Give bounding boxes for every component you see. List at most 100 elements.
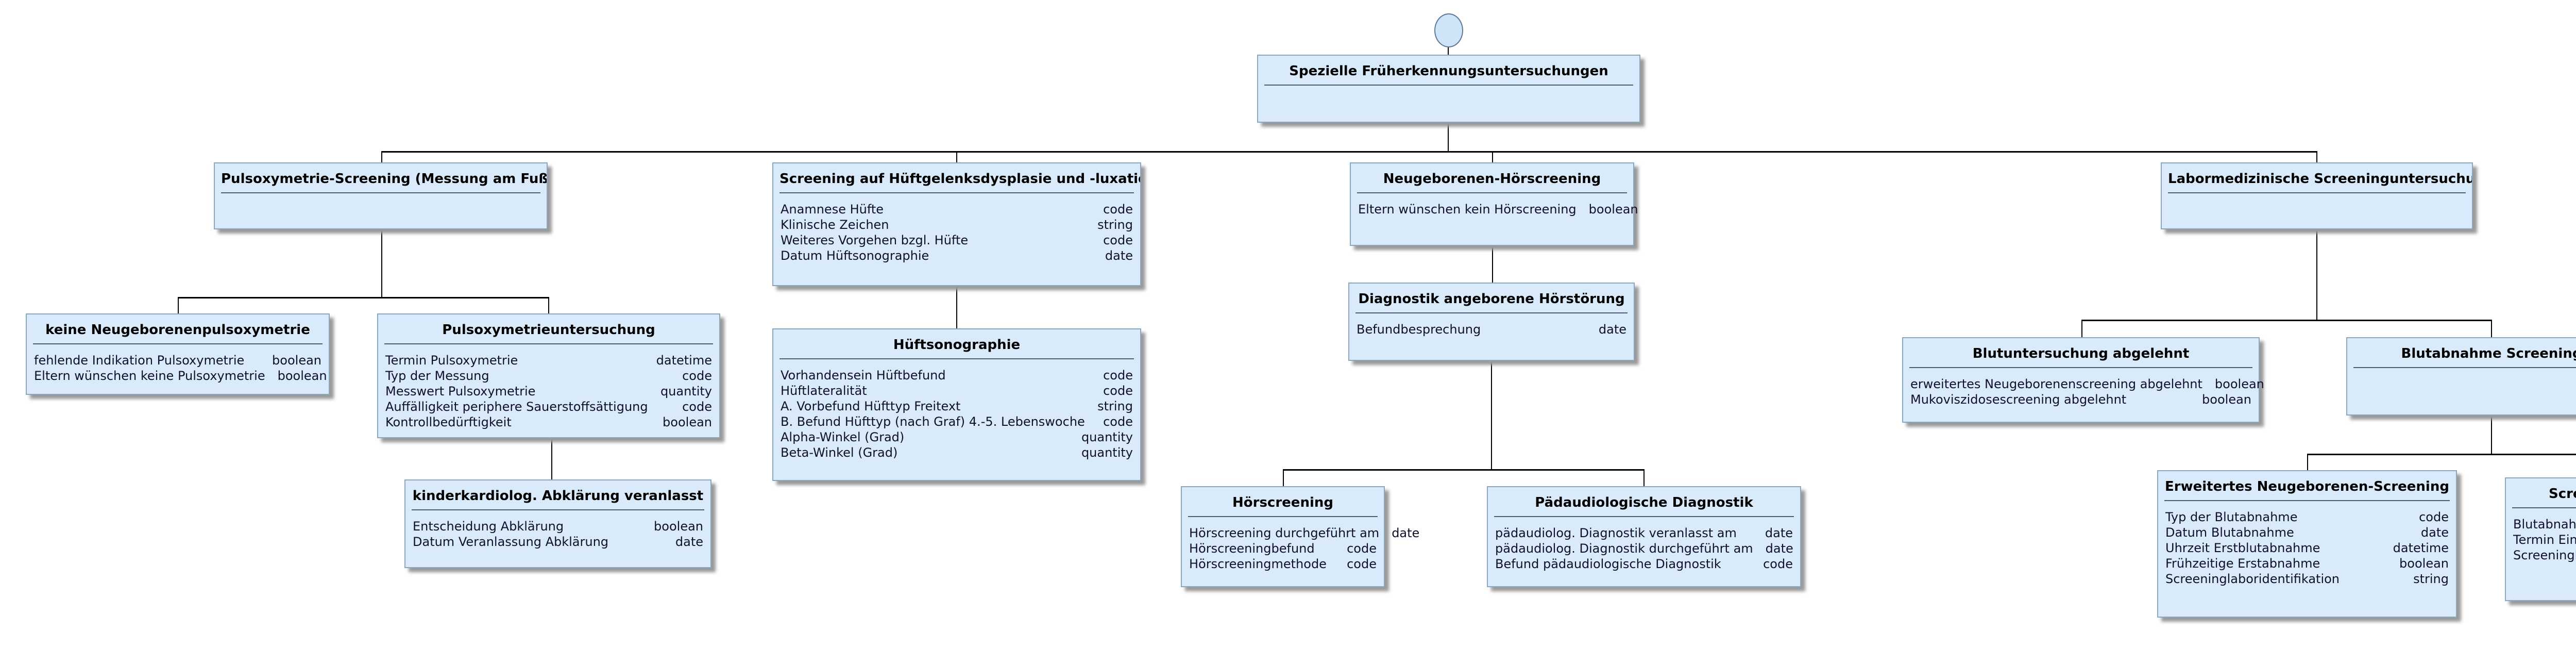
attribute-label: Hüftlateralität	[781, 384, 867, 398]
attribute-label: Kontrollbedürftigkeit	[385, 415, 512, 429]
node-title: Erweitertes Neugeborenen-Screening	[2165, 479, 2449, 494]
node-diagnostik-angeborene-hoerstoerung[interactable]: Diagnostik angeborene Hörstörung Befundb…	[1348, 283, 1635, 361]
node-title: kinderkardiolog. Abklärung veranlasst	[412, 488, 704, 504]
node-separator	[1264, 85, 1633, 86]
node-title: Spezielle Früherkennungsuntersuchungen	[1289, 63, 1608, 79]
connector-line	[381, 217, 382, 298]
node-title: Hüftsonographie	[893, 337, 1021, 353]
attribute-label: Termin Einzelblutabnahme Mukoviszidose	[2513, 533, 2576, 547]
attribute-label: Mukoviszidosescreening abgelehnt	[1910, 392, 2127, 407]
attribute-type: boolean	[663, 415, 712, 429]
node-separator	[2512, 507, 2576, 508]
attribute-type: quantity	[1081, 430, 1133, 444]
attribute-type: code	[1763, 557, 1793, 571]
node-hoerscreening[interactable]: Hörscreening Hörscreening durchgeführt a…	[1181, 486, 1419, 587]
connector-line	[1491, 351, 1492, 470]
node-hueftsonographie[interactable]: Hüftsonographie Vorhandensein Hüftbefund…	[772, 328, 1141, 481]
attribute-type: code	[1103, 414, 1133, 429]
node-paedaudiologische-diagnostik[interactable]: Pädaudiologische Diagnostik pädaudiolog.…	[1487, 486, 1801, 587]
attribute-label: Termin Pulsoxymetrie	[385, 353, 518, 368]
connector-line	[551, 423, 552, 495]
node-title: Screening auf Mukoviszidose	[2548, 486, 2576, 502]
node-keine-neugeborenenpulsoxymetrie[interactable]: keine Neugeborenenpulsoxymetrie fehlende…	[26, 313, 330, 395]
attribute-type: code	[1103, 233, 1133, 247]
node-neugeborenen-hoerscreening[interactable]: Neugeborenen-Hörscreening Eltern wünsche…	[1350, 162, 1638, 246]
node-blutuntersuchung-abgelehnt[interactable]: Blutuntersuchung abgelehnt erweitertes N…	[1902, 337, 2264, 423]
node-labormedizinische-screeninguntersuchung[interactable]: Labormedizinische Screeninguntersuchung	[2161, 162, 2473, 229]
node-title: Pädaudiologische Diagnostik	[1535, 495, 1753, 510]
attribute-label: Entscheidung Abklärung	[413, 519, 564, 534]
node-spezielle-frueherkennungsuntersuchungen[interactable]: Spezielle Früherkennungsuntersuchungen	[1257, 55, 1640, 123]
attribute-type: string	[2413, 572, 2449, 586]
node-pulsoxymetrie-screening[interactable]: Pulsoxymetrie-Screening (Messung am Fuß)	[214, 162, 548, 229]
node-screening-auf-mukoviszidose[interactable]: Screening auf Mukoviszidose Blutabnahme …	[2505, 477, 2576, 601]
attribute-type: date	[1598, 322, 1626, 337]
attribute-label: Datum Veranlassung Abklärung	[413, 535, 609, 549]
node-kinderkardiologische-abklaerung[interactable]: kinderkardiolog. Abklärung veranlasst En…	[404, 479, 711, 568]
attribute-label: Auffälligkeit periphere Sauerstoffsättig…	[385, 400, 648, 414]
attribute-type: date	[1392, 526, 1420, 540]
node-separator	[1188, 516, 1378, 517]
attribute-row: B. Befund Hüfttyp (nach Graf) 4.-5. Lebe…	[781, 414, 1133, 429]
attribute-row: Auffälligkeit periphere Sauerstoffsättig…	[385, 399, 712, 414]
attribute-row: Screeninglaboridentifikation string	[2165, 571, 2449, 587]
attribute-type: string	[1097, 399, 1133, 413]
attribute-row: Termin Einzelblutabnahme Mukoviszidoseda…	[2513, 532, 2576, 547]
attribute-type: datetime	[656, 353, 712, 368]
attribute-row: Entscheidung Abklärung boolean	[413, 519, 703, 534]
node-body	[215, 193, 547, 228]
attribute-type: date	[2420, 525, 2449, 540]
attribute-type: date	[675, 535, 703, 549]
node-pulsoxymetrieuntersuchung[interactable]: Pulsoxymetrieuntersuchung Termin Pulsoxy…	[377, 313, 720, 438]
attribute-label: Datum Hüftsonographie	[781, 248, 929, 263]
node-separator	[412, 509, 704, 510]
attribute-label: Screeninglaboridentifikation	[2165, 572, 2340, 586]
root-anchor-circle	[1434, 13, 1463, 47]
node-erweitertes-neugeborenen-screening[interactable]: Erweitertes Neugeborenen-Screening Typ d…	[2157, 470, 2457, 618]
connector-line	[2316, 217, 2317, 321]
connector-line	[2307, 454, 2576, 455]
connector-line	[2491, 320, 2492, 351]
attribute-type: boolean	[2214, 377, 2264, 391]
attribute-label: Vorhandensein Hüftbefund	[781, 368, 946, 383]
attribute-type: quantity	[660, 384, 712, 399]
node-body: erweitertes Neugeborenenscreening abgele…	[1903, 368, 2264, 413]
attribute-label: erweitertes Neugeborenenscreening abgele…	[1910, 377, 2202, 391]
node-separator	[1357, 192, 1627, 193]
attribute-label: Hörscreening durchgeführt am	[1189, 526, 1380, 540]
attribute-label: fehlende Indikation Pulsoxymetrie	[34, 353, 245, 368]
connector-line	[1492, 235, 1493, 296]
node-blutabnahme-screening[interactable]: Blutabnahme Screening	[2346, 337, 2576, 416]
attribute-type: code	[682, 369, 712, 383]
node-title: Blutabnahme Screening	[2401, 346, 2576, 361]
attribute-type: datetime	[2393, 541, 2449, 555]
node-hueftgelenksdysplasie-screening[interactable]: Screening auf Hüftgelenksdysplasie und -…	[772, 162, 1141, 286]
attribute-label: Klinische Zeichen	[781, 218, 889, 232]
node-title: Labormedizinische Screeninguntersuchung	[2168, 171, 2472, 187]
attribute-type: boolean	[654, 519, 703, 534]
attribute-label: Uhrzeit Erstblutabnahme	[2165, 541, 2320, 555]
node-separator	[1355, 312, 1628, 313]
attribute-row: Hörscreening durchgeführt am date	[1189, 525, 1419, 541]
